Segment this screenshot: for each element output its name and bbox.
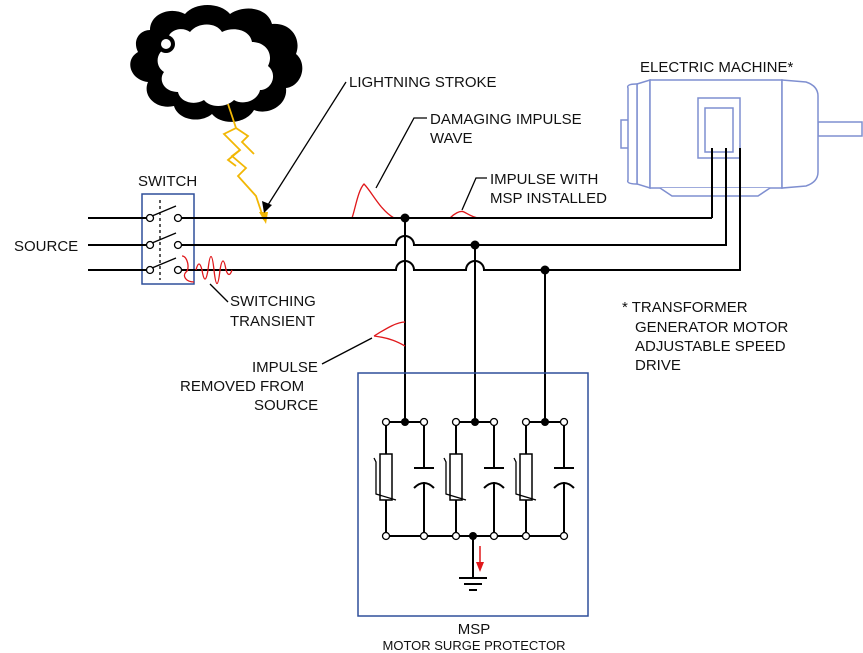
three-phase-wires xyxy=(88,148,741,422)
msp-box xyxy=(357,372,589,617)
label-switch: SWITCH xyxy=(138,173,197,190)
msp-circuit xyxy=(373,417,575,578)
label-switching-line2: TRANSIENT xyxy=(230,313,315,330)
label-damaging-impulse-line1: DAMAGING IMPULSE xyxy=(430,111,582,128)
discharge-arrow-icon xyxy=(476,546,484,572)
label-switching-line1: SWITCHING xyxy=(230,293,316,310)
label-source: SOURCE xyxy=(14,238,78,255)
footnote-line4: DRIVE xyxy=(635,357,681,374)
label-impulse-removed-line3: SOURCE xyxy=(254,397,318,414)
label-msp: MSP xyxy=(458,621,491,638)
lightning-bolt-icon xyxy=(222,103,268,224)
damaging-impulse-waveform xyxy=(351,183,395,219)
impulse-removed-waveform xyxy=(373,321,406,347)
storm-cloud-icon xyxy=(130,5,303,122)
footnote-line2: GENERATOR MOTOR xyxy=(635,319,789,336)
damaging-impulse-leader xyxy=(375,117,427,189)
electric-motor-icon xyxy=(620,78,863,197)
footnote-line1: * TRANSFORMER xyxy=(622,299,748,316)
label-electric-machine: ELECTRIC MACHINE* xyxy=(640,59,794,76)
impulse-with-leader xyxy=(461,177,487,211)
label-msp-full: MOTOR SURGE PROTECTOR xyxy=(383,638,566,653)
switching-transient-spark xyxy=(181,255,195,283)
label-impulse-removed-line1: IMPULSE xyxy=(252,359,318,376)
switch-contacts xyxy=(145,200,183,280)
label-lightning-stroke: LIGHTNING STROKE xyxy=(349,74,497,91)
label-impulse-with-line1: IMPULSE WITH xyxy=(490,171,598,188)
lightning-leader-arrow xyxy=(262,201,272,213)
impulse-with-msp-waveform xyxy=(449,210,479,219)
lightning-leader-line xyxy=(265,81,347,209)
label-impulse-with-line2: MSP INSTALLED xyxy=(490,190,607,207)
label-damaging-impulse-line2: WAVE xyxy=(430,130,473,147)
ground-symbol-icon xyxy=(459,577,487,591)
label-impulse-removed-line2: REMOVED FROM xyxy=(180,378,304,395)
switch-box xyxy=(141,193,195,285)
switching-transient-leader xyxy=(209,283,229,303)
impulse-removed-leader xyxy=(321,337,373,365)
footnote-line3: ADJUSTABLE SPEED xyxy=(635,338,786,355)
switching-transient-waveform xyxy=(195,255,233,285)
